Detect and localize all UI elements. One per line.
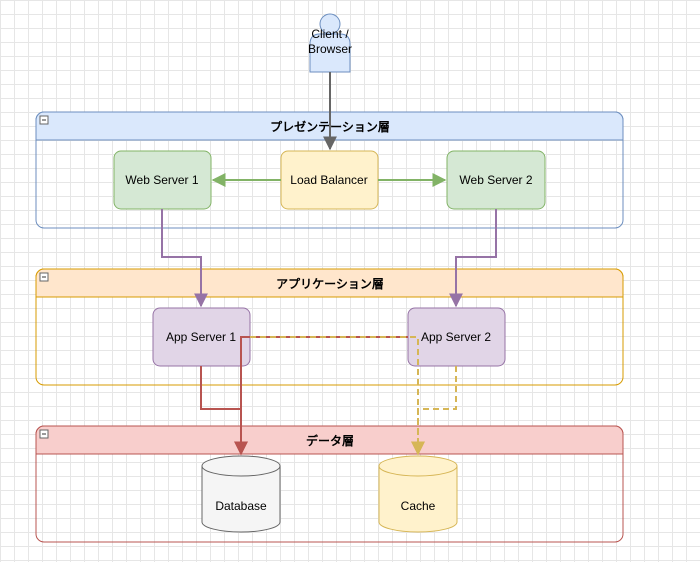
web-server-2-to-app-server-2-arrow[interactable] xyxy=(449,209,497,308)
app-server-1-to-cache-arrow[interactable] xyxy=(250,336,425,456)
load-balancer-node[interactable]: Load Balancer xyxy=(280,150,379,210)
app-server-1-label: App Server 1 xyxy=(166,330,236,344)
application-layer[interactable]: アプリケーション層 xyxy=(35,268,624,386)
database-label: Database xyxy=(215,499,267,513)
data-layer-header xyxy=(35,425,624,455)
web-server-2-label: Web Server 2 xyxy=(459,173,532,187)
actor-body-icon xyxy=(309,33,351,73)
app-server-2-to-cache-arrow[interactable] xyxy=(411,366,457,456)
web-server-1-node[interactable]: Web Server 1 xyxy=(113,150,212,210)
database-node[interactable]: Database xyxy=(201,455,281,533)
load-balancer-label: Load Balancer xyxy=(290,173,367,187)
web-server-1-to-app-server-1-arrow[interactable] xyxy=(161,209,208,308)
collapse-icon[interactable] xyxy=(39,115,49,125)
application-layer-title: アプリケーション層 xyxy=(276,276,384,291)
cache-node[interactable]: Cache xyxy=(378,455,458,533)
client-label-line2: Browser xyxy=(308,42,352,56)
app-server-1-node[interactable]: App Server 1 xyxy=(152,307,251,367)
data-layer[interactable]: データ層 xyxy=(35,425,624,543)
web-server-1-label: Web Server 1 xyxy=(125,173,198,187)
web-server-2-node[interactable]: Web Server 2 xyxy=(446,150,546,210)
application-layer-header xyxy=(35,268,624,298)
app-server-2-node[interactable]: App Server 2 xyxy=(407,307,506,367)
collapse-icon[interactable] xyxy=(39,272,49,282)
cache-label: Cache xyxy=(401,499,436,513)
client-browser-actor[interactable]: Client / Browser xyxy=(308,13,352,73)
app-server-2-label: App Server 2 xyxy=(421,330,491,344)
client-label-line1: Client / xyxy=(311,27,349,41)
collapse-icon[interactable] xyxy=(39,429,49,439)
data-layer-title: データ層 xyxy=(306,433,354,448)
